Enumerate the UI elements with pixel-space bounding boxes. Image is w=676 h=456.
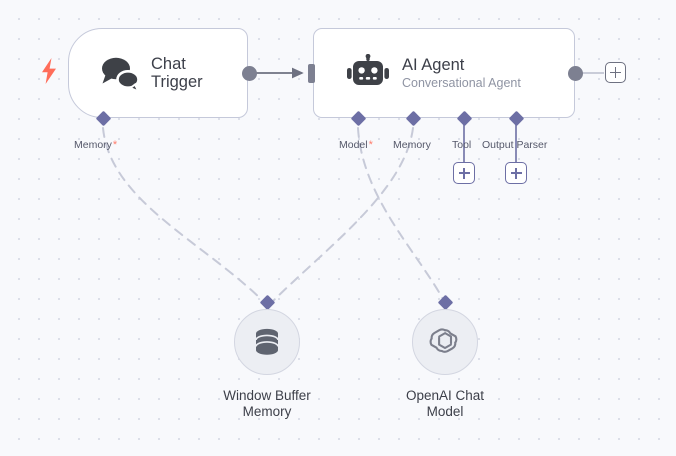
ai-agent-port-memory-label: Memory [393,139,431,151]
ai-agent-input-port[interactable] [308,64,315,83]
connector-agent-memory-to-buffer [273,127,414,301]
lightning-bolt-icon [41,58,57,84]
plus-icon [610,67,621,78]
node-window-buffer-memory[interactable] [234,309,300,375]
add-tool-button[interactable] [453,162,475,184]
port-label-text: Model [339,139,368,151]
database-icon [255,328,279,355]
connector-agent-model-to-openai [357,127,444,300]
ai-agent-output-port[interactable] [568,66,583,81]
node-ai-agent-title: AI Agent [402,55,465,74]
node-chat-trigger-text: Chat Trigger [151,55,203,92]
robot-icon [346,54,390,92]
plus-icon [510,167,522,179]
chat-bubbles-icon [97,53,143,93]
ai-agent-port-tool-label: Tool [452,139,472,151]
node-ai-agent[interactable]: AI Agent Conversational Agent [313,28,575,118]
node-openai-chat-model[interactable] [412,309,478,375]
connector-trigger-memory-to-buffer [102,127,263,301]
node-ai-agent-subtitle: Conversational Agent [402,76,521,91]
node-chat-trigger[interactable]: Chat Trigger [68,28,248,118]
required-marker: * [112,139,118,151]
node-ai-agent-text: AI Agent Conversational Agent [402,56,521,90]
chat-trigger-port-memory-label: Memory* [74,139,117,151]
add-next-node-button[interactable] [605,62,626,83]
node-chat-trigger-title: Chat Trigger [151,54,203,91]
plus-icon [458,167,470,179]
window-buffer-memory-port[interactable] [259,294,276,311]
node-window-buffer-memory-label: Window Buffer Memory [223,388,311,419]
required-marker: * [368,139,373,151]
ai-agent-port-output-parser-label: Output Parser [482,139,548,151]
node-openai-chat-model-label: OpenAI Chat Model [405,388,485,419]
openai-icon [429,328,458,353]
ai-agent-port-model-label: Model* [339,139,373,151]
add-output-parser-button[interactable] [505,162,527,184]
chat-trigger-output-port[interactable] [242,66,257,81]
openai-chat-model-port[interactable] [437,294,454,311]
port-label-text: Memory [74,139,112,151]
